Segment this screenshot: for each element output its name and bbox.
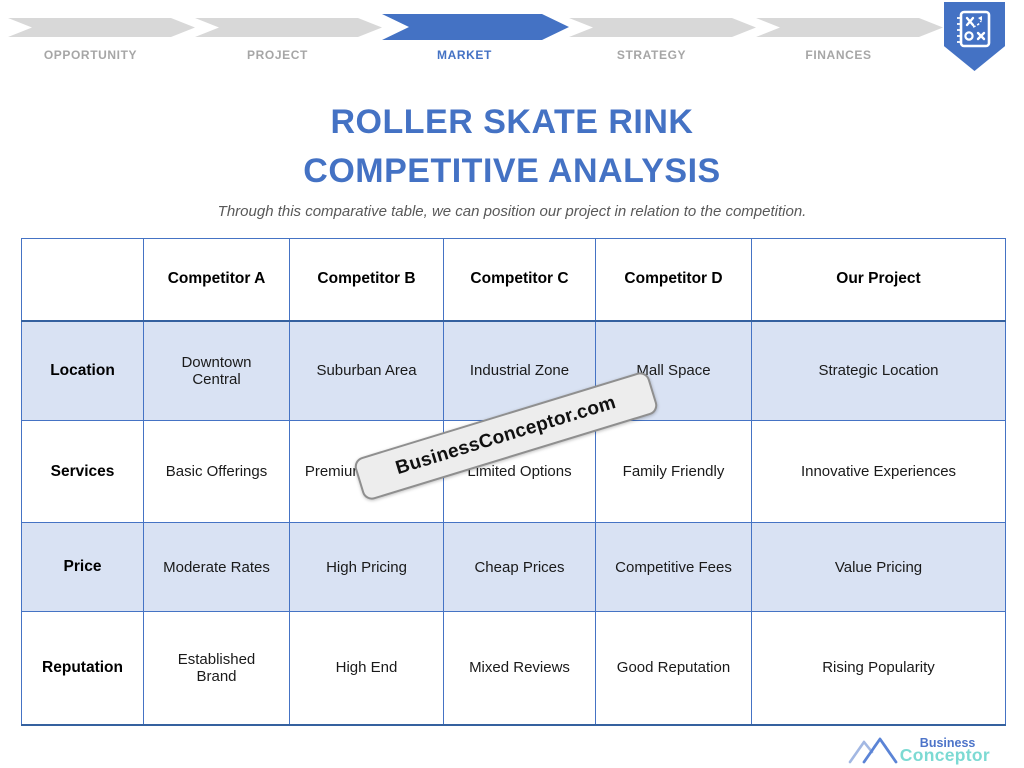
mountains-icon xyxy=(848,737,898,764)
step-label: OPPORTUNITY xyxy=(43,48,138,62)
cell: Family Friendly xyxy=(595,420,752,523)
step-opportunity[interactable]: OPPORTUNITY xyxy=(8,14,195,62)
col-header-competitor-d: Competitor D xyxy=(595,238,752,322)
chevron-shape xyxy=(195,18,382,37)
step-label: FINANCES xyxy=(805,48,872,62)
step-label: MARKET xyxy=(437,48,492,62)
cell: Value Pricing xyxy=(751,522,1006,612)
logo-word-conceptor: Conceptor xyxy=(899,744,990,765)
row-label: Reputation xyxy=(21,611,144,726)
competitive-analysis-table: Competitor A Competitor B Competitor C C… xyxy=(21,238,1006,726)
title-line-2: COMPETITIVE ANALYSIS xyxy=(303,152,721,190)
chevron-shape xyxy=(569,18,756,37)
cell: Industrial Zone xyxy=(443,320,596,421)
table-row-location: Location Downtown Central Suburban Area … xyxy=(21,320,1006,421)
chevron-shape xyxy=(8,18,195,37)
cell: Suburban Area xyxy=(289,320,444,421)
cell: Moderate Rates xyxy=(143,522,290,612)
cell: Established Brand xyxy=(143,611,290,726)
table-header-row: Competitor A Competitor B Competitor C C… xyxy=(21,238,1006,322)
table-row-reputation: Reputation Established Brand High End Mi… xyxy=(21,611,1006,726)
subtitle: Through this comparative table, we can p… xyxy=(217,203,807,220)
brand-logo-text: Business Conceptor xyxy=(900,737,990,764)
cell: High Pricing xyxy=(289,522,444,612)
corner-badge xyxy=(944,2,1005,71)
cell: Innovative Experiences xyxy=(751,420,1006,523)
col-header-competitor-c: Competitor C xyxy=(443,238,596,322)
step-finances[interactable]: FINANCES xyxy=(756,14,943,62)
col-header-our-project: Our Project xyxy=(751,238,1006,322)
col-header-competitor-b: Competitor B xyxy=(289,238,444,322)
step-market-active[interactable]: MARKET xyxy=(382,14,569,62)
col-header-competitor-a: Competitor A xyxy=(143,238,290,322)
chevron-shape xyxy=(382,14,569,40)
logo-word-business: Business xyxy=(919,736,976,750)
cell: Strategic Location xyxy=(751,320,1006,421)
cell: Competitive Fees xyxy=(595,522,752,612)
row-label: Price xyxy=(21,522,144,612)
step-project[interactable]: PROJECT xyxy=(195,14,382,62)
page-title: ROLLER SKATE RINK COMPETITIVE ANALYSIS xyxy=(0,98,1024,196)
strategy-playbook-icon xyxy=(957,10,991,48)
step-label: PROJECT xyxy=(247,48,308,62)
chevron-shape xyxy=(756,18,943,37)
cell: Basic Offerings xyxy=(143,420,290,523)
brand-logo: Business Conceptor xyxy=(848,730,990,764)
process-bar: OPPORTUNITY PROJECT MARKET STRATEGY FINA… xyxy=(8,14,943,62)
row-label: Location xyxy=(21,320,144,421)
cell: Downtown Central xyxy=(143,320,290,421)
cell: High End xyxy=(289,611,444,726)
row-label: Services xyxy=(21,420,144,523)
cell: Cheap Prices xyxy=(443,522,596,612)
cell: Rising Popularity xyxy=(751,611,1006,726)
corner-cell xyxy=(21,238,144,322)
cell: Mixed Reviews xyxy=(443,611,596,726)
step-label: STRATEGY xyxy=(616,48,687,62)
title-line-1: ROLLER SKATE RINK xyxy=(330,103,694,141)
cell: Good Reputation xyxy=(595,611,752,726)
table-row-price: Price Moderate Rates High Pricing Cheap … xyxy=(21,522,1006,612)
step-strategy[interactable]: STRATEGY xyxy=(569,14,756,62)
